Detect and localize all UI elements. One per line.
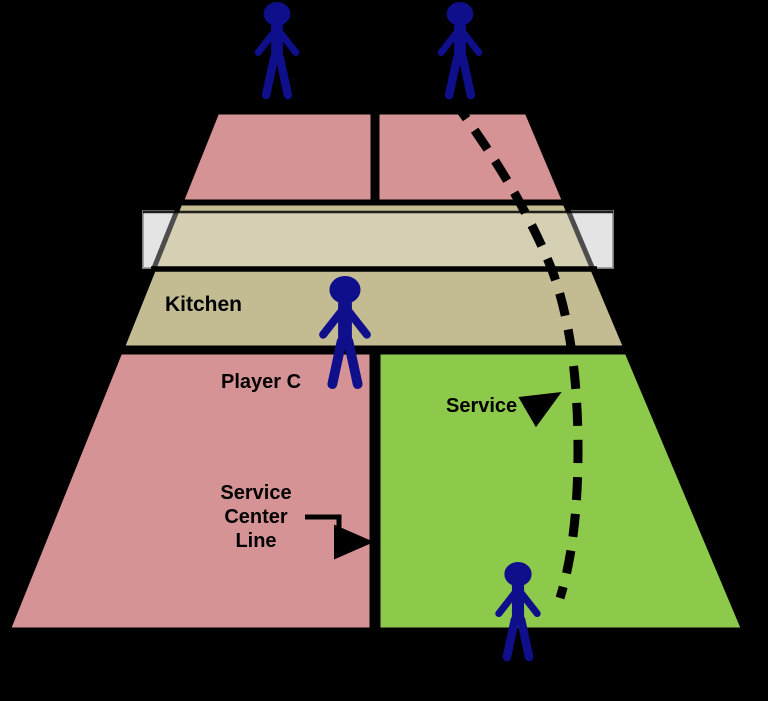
far-court-left-box — [177, 109, 376, 205]
service-arrow — [518, 391, 562, 428]
near-court-left-box — [4, 349, 375, 633]
player-c-label: Player C — [221, 371, 302, 393]
kitchen-label: Kitchen — [165, 293, 243, 316]
opponent-left-figure — [258, 2, 296, 95]
kitchen-zone — [118, 200, 630, 351]
serve-trajectory-dashed-line — [449, 97, 583, 600]
far-court-right-box — [374, 109, 569, 205]
service-center-line-label: Service Center Line — [206, 481, 306, 553]
service-center-line-arrow — [305, 514, 374, 560]
service-center-line-label-line1: Service — [220, 482, 292, 504]
service-label: Service — [446, 395, 518, 417]
near-court-service-box — [375, 349, 748, 633]
service-center-line-label-line3: Line — [235, 530, 277, 552]
opponent-right-figure — [441, 2, 479, 95]
service-center-line-label-line2: Center — [224, 506, 288, 528]
